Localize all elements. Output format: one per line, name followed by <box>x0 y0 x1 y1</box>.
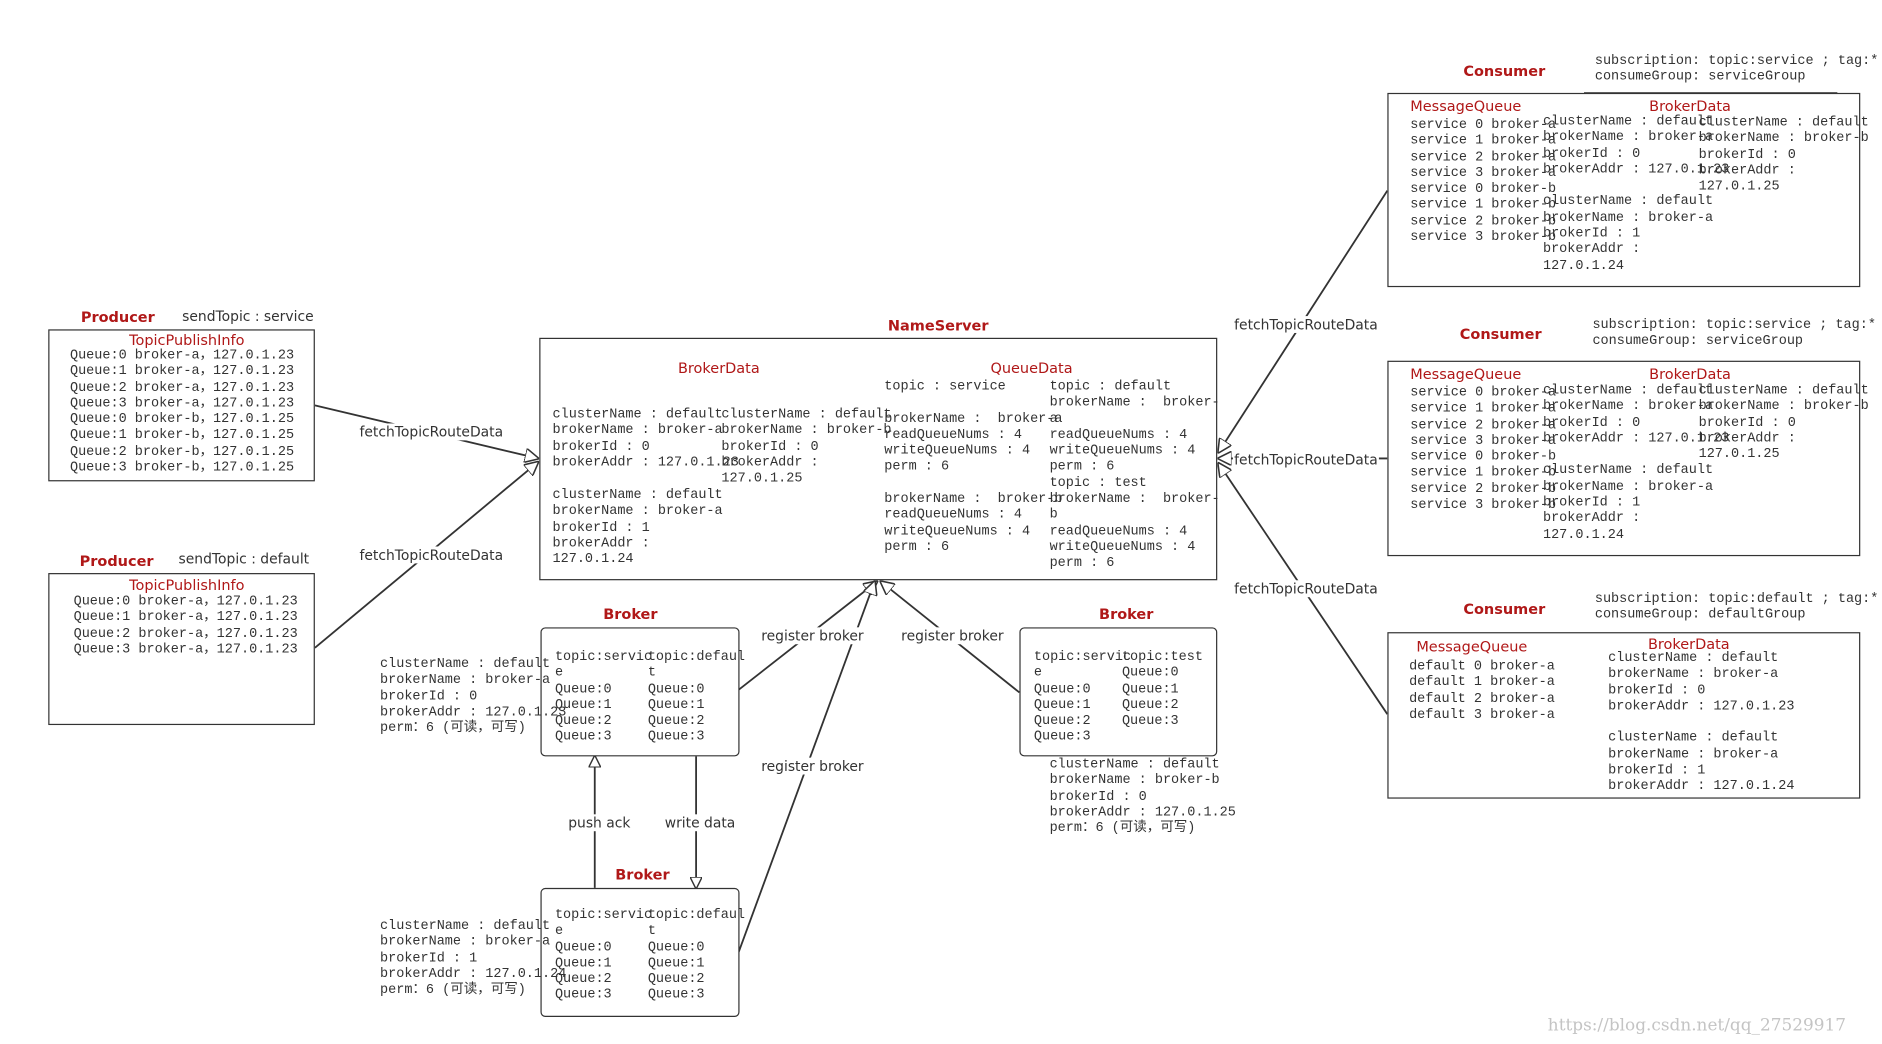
producer-2-queues: Queue:0 broker-a，127.0.1.23 Queue:1 brok… <box>73 594 298 658</box>
watermark: https://blog.csdn.net/qq_27529917 <box>1547 1015 1846 1036</box>
consumer-2-subscription: subscription: topic:service ; tag:* cons… <box>1592 318 1876 350</box>
consumer-2-title: Consumer <box>1459 325 1542 343</box>
label-register-broker-a-master: register broker <box>760 627 865 645</box>
producer-2-topic-publish-info-title: TopicPublishInfo <box>129 576 245 594</box>
nameserver-box: BrokerData QueueData clusterName : defau… <box>539 337 1220 581</box>
broker-a-slave-info: clusterName : default brokerName : broke… <box>380 919 567 998</box>
consumer-2-message-queues: service 0 broker-a service 1 broker-a se… <box>1410 386 1557 513</box>
consumer-1-box: MessageQueue BrokerData service 0 broker… <box>1387 92 1869 288</box>
label-fetch-route-consumer-3: fetchTopicRouteData <box>1232 580 1379 598</box>
broker-a-master-info: clusterName : default brokerName : broke… <box>380 657 567 737</box>
consumer-1-message-queues: service 0 broker-a service 1 broker-a se… <box>1410 118 1557 245</box>
broker-a-slave-box: topic:servic e Queue:0 Queue:1 Queue:2 Q… <box>540 887 745 1017</box>
broker-b-info: clusterName : default brokerName : broke… <box>1049 757 1236 837</box>
nameserver-broker-b: clusterName : default brokerName : broke… <box>721 407 892 487</box>
nameserver-queue-data-default-test: topic : default brokerName : broker- a r… <box>1049 380 1220 571</box>
consumer-2-broker-data-b: clusterName : default brokerName : broke… <box>1698 383 1869 463</box>
consumer-2-box: MessageQueue BrokerData service 0 broker… <box>1387 360 1869 557</box>
consumer-3-message-queue-title: MessageQueue <box>1416 638 1528 656</box>
consumer-2-message-queue-title: MessageQueue <box>1410 365 1522 383</box>
producer-2-box: TopicPublishInfo Queue:0 broker-a，127.0.… <box>48 573 315 726</box>
producer-1-box: TopicPublishInfo Queue:0 broker-a，127.0.… <box>48 329 315 482</box>
broker-b-box: topic:servic e Queue:0 Queue:1 Queue:2 Q… <box>1019 627 1218 757</box>
consumer-1-title: Consumer <box>1463 62 1546 80</box>
consumer-1-message-queue-title: MessageQueue <box>1410 97 1522 115</box>
broker-a-slave-default-queues: topic:defaul t Queue:0 Queue:1 Queue:2 Q… <box>647 908 746 1004</box>
label-fetch-route-producer-1: fetchTopicRouteData <box>358 423 505 441</box>
producer-1-topic-publish-info-title: TopicPublishInfo <box>129 331 245 349</box>
consumer-3-title: Consumer <box>1463 600 1546 618</box>
nameserver-queue-data-service: topic : service brokerName : broker-a re… <box>884 380 1063 555</box>
nameserver-broker-data-title: BrokerData <box>677 359 760 377</box>
nameserver-broker-a-slave: clusterName : default brokerName : broke… <box>552 488 723 568</box>
label-fetch-route-producer-2: fetchTopicRouteData <box>358 546 505 564</box>
producer-2-title: Producer <box>79 552 154 570</box>
producer-1-send-topic: sendTopic : service <box>182 307 314 325</box>
consumer-1-broker-data-b: clusterName : default brokerName : broke… <box>1698 115 1869 195</box>
broker-a-slave-title: Broker <box>615 866 670 884</box>
producer-1-title: Producer <box>80 308 155 326</box>
nameserver-title: NameServer <box>887 317 989 335</box>
producer-2-send-topic: sendTopic : default <box>178 550 310 568</box>
consumer-3-box: MessageQueue BrokerData default 0 broker… <box>1387 632 1861 799</box>
broker-a-master-title: Broker <box>603 605 658 623</box>
consumer-3-message-queues: default 0 broker-a default 1 broker-a de… <box>1409 659 1555 723</box>
consumer-1-broker-data-title: BrokerData <box>1649 97 1731 115</box>
consumer-3-broker-data-title: BrokerData <box>1647 635 1730 653</box>
consumer-1-broker-data-a: clusterName : default brokerName : broke… <box>1542 114 1730 274</box>
nameserver-broker-a-master: clusterName : default brokerName : broke… <box>552 407 739 471</box>
broker-a-master-default-queues: topic:defaul t Queue:0 Queue:1 Queue:2 Q… <box>647 650 746 745</box>
label-write-data: write data <box>663 814 737 832</box>
consumer-3-subscription: subscription: topic:default ; tag:* cons… <box>1594 592 1879 623</box>
broker-a-master-service-queues: topic:servic e Queue:0 Queue:1 Queue:2 Q… <box>554 650 653 745</box>
broker-a-master-box: topic:servic e Queue:0 Queue:1 Queue:2 Q… <box>540 627 745 757</box>
broker-a-slave-service-queues: topic:servic e Queue:0 Queue:1 Queue:2 Q… <box>554 908 653 1004</box>
consumer-2-broker-data-a: clusterName : default brokerName : broke… <box>1542 383 1730 543</box>
label-fetch-route-consumer-2: fetchTopicRouteData <box>1232 451 1379 469</box>
nameserver-queue-data-title: QueueData <box>990 359 1073 377</box>
broker-b-test-queues: topic:test Queue:0 Queue:1 Queue:2 Queue… <box>1121 650 1203 729</box>
broker-b-service-queues: topic:servic e Queue:0 Queue:1 Queue:2 Q… <box>1033 650 1132 745</box>
label-fetch-route-consumer-1: fetchTopicRouteData <box>1232 316 1379 333</box>
producer-1-queues: Queue:0 broker-a，127.0.1.23 Queue:1 brok… <box>69 348 295 476</box>
consumer-3-broker-data: clusterName : default brokerName : broke… <box>1608 651 1795 795</box>
broker-b-title: Broker <box>1099 605 1154 623</box>
label-register-broker-a-slave: register broker <box>760 757 865 775</box>
consumer-2-broker-data-title: BrokerData <box>1649 365 1731 383</box>
label-register-broker-b: register broker <box>899 627 1005 645</box>
consumer-1-subscription: subscription: topic:service ; tag:* cons… <box>1594 54 1879 85</box>
label-push-ack: push ack <box>567 814 632 832</box>
